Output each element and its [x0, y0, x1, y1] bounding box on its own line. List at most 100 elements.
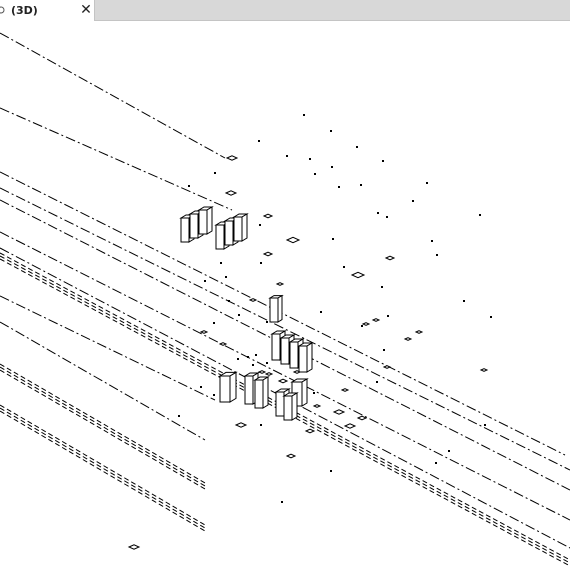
pad-marker	[479, 368, 489, 372]
pad-marker	[292, 370, 302, 374]
point-marker	[387, 315, 389, 317]
pad-marker	[199, 330, 209, 334]
point-marker	[360, 184, 362, 186]
model-objects	[127, 155, 489, 550]
pad-marker	[343, 423, 357, 429]
tab-3d-view[interactable]: (3D) ✕	[0, 0, 95, 21]
box-front	[271, 333, 281, 361]
box-front	[189, 213, 199, 239]
alignment-line	[0, 187, 570, 471]
point-marker	[331, 166, 333, 168]
pad-marker	[275, 282, 285, 286]
point-marker	[435, 462, 437, 464]
box-front	[254, 379, 264, 409]
box-front	[289, 341, 299, 369]
alignment-line	[0, 107, 233, 211]
point-marker	[314, 173, 316, 175]
point-marker	[448, 450, 450, 452]
drawing-viewport-3d[interactable]	[0, 22, 570, 573]
point-marker	[383, 349, 385, 351]
box-side	[291, 392, 298, 421]
pad-marker	[262, 213, 274, 219]
alignment-line	[0, 295, 216, 401]
alignment-lines	[0, 32, 570, 567]
point-markers	[178, 114, 492, 503]
point-marker	[343, 266, 345, 268]
alignment-line	[0, 321, 206, 441]
pad-marker	[127, 544, 141, 550]
pad-marker	[382, 365, 392, 369]
box-side	[262, 376, 269, 409]
point-marker	[281, 501, 283, 503]
point-marker	[237, 358, 239, 360]
point-marker	[204, 280, 206, 282]
box-front	[283, 395, 293, 421]
point-marker	[238, 314, 240, 316]
point-marker	[382, 160, 384, 162]
point-marker	[332, 238, 334, 240]
pad-marker	[218, 342, 228, 346]
point-marker	[259, 224, 261, 226]
pad-marker	[285, 236, 301, 244]
point-marker	[260, 424, 262, 426]
box-front	[215, 224, 225, 250]
view-3d-icon	[0, 6, 5, 14]
point-marker	[386, 216, 388, 218]
pad-marker	[403, 337, 413, 341]
pad-marker	[234, 422, 248, 428]
box-front	[280, 337, 290, 365]
point-marker	[361, 325, 363, 327]
point-marker	[266, 321, 268, 323]
point-marker	[376, 381, 378, 383]
point-marker	[338, 186, 340, 188]
point-marker	[320, 311, 322, 313]
pad-marker	[356, 415, 368, 421]
point-marker	[220, 262, 222, 264]
box-side	[306, 342, 313, 373]
point-marker	[178, 415, 180, 417]
point-marker	[431, 240, 433, 242]
point-marker	[252, 364, 254, 366]
point-marker	[303, 114, 305, 116]
box-front	[269, 297, 279, 323]
tab-label: (3D)	[11, 4, 38, 17]
box-front	[198, 209, 208, 235]
wireframe-drawing	[0, 32, 570, 567]
point-marker	[426, 182, 428, 184]
box-side	[206, 206, 213, 235]
point-marker	[479, 214, 481, 216]
pad-marker	[340, 388, 350, 392]
box-front	[233, 216, 243, 242]
box-side	[241, 213, 248, 242]
point-marker	[260, 262, 262, 264]
alignment-line	[0, 32, 226, 159]
point-marker	[228, 300, 230, 302]
box-front	[298, 345, 308, 373]
point-marker	[213, 394, 215, 396]
pad-marker	[371, 318, 381, 322]
pad-marker	[414, 330, 424, 334]
point-marker	[247, 356, 249, 358]
box-front	[224, 220, 234, 246]
pad-marker	[248, 298, 258, 302]
pad-marker	[225, 155, 239, 161]
box-side	[277, 294, 283, 323]
point-marker	[330, 130, 332, 132]
point-marker	[436, 254, 438, 256]
box-side	[301, 378, 308, 407]
view-tab-bar: (3D) ✕	[0, 0, 570, 21]
point-marker	[330, 470, 332, 472]
box-side	[229, 371, 237, 403]
box-front	[219, 375, 231, 403]
point-marker	[381, 286, 383, 288]
pad-marker	[285, 453, 297, 459]
close-icon[interactable]: ✕	[80, 2, 92, 18]
pad-marker	[277, 378, 289, 384]
box-front	[275, 391, 285, 417]
point-marker	[484, 424, 486, 426]
point-marker	[286, 155, 288, 157]
point-marker	[225, 276, 227, 278]
pad-marker	[264, 372, 274, 376]
point-marker	[258, 140, 260, 142]
